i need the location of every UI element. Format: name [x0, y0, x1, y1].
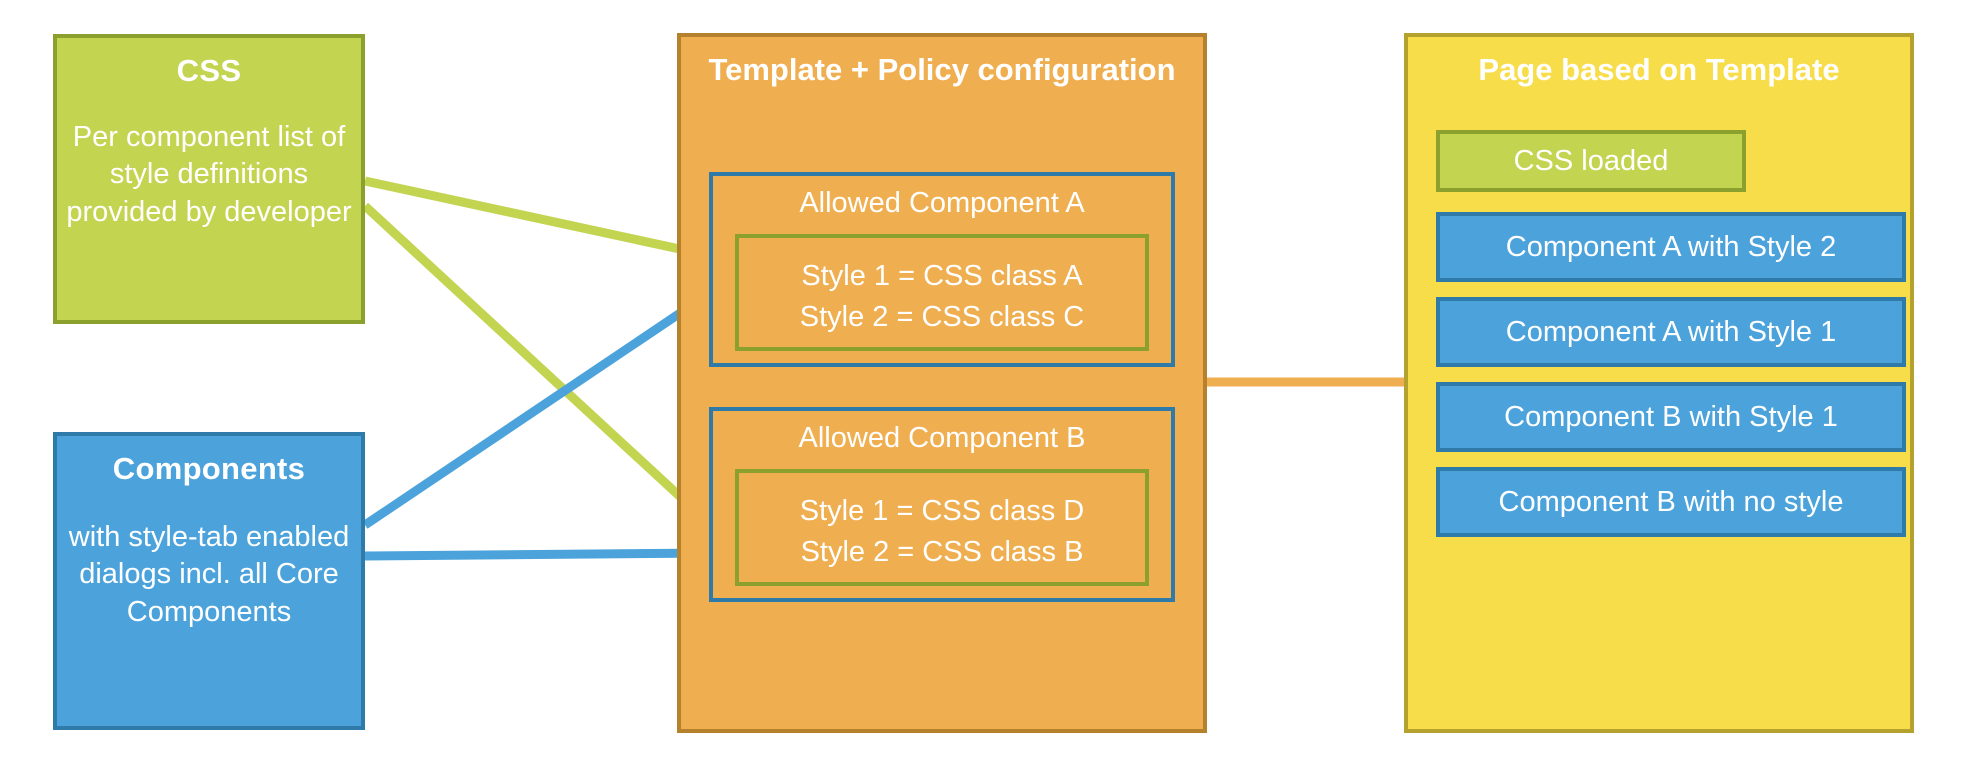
template-policy-box: Template + Policy configuration Allowed … [677, 33, 1207, 733]
components-box-description: with style-tab enabled dialogs incl. all… [68, 520, 350, 629]
allowed-component-b-box: Allowed Component B Style 1 = CSS class … [709, 407, 1175, 602]
allowed-component-b-title: Allowed Component B [798, 422, 1086, 454]
style-line: Style 2 = CSS class C [799, 301, 1085, 334]
components-box-title: Components [112, 451, 306, 486]
css-box-title: CSS [176, 53, 242, 88]
page-component-item: Component B with Style 1 [1436, 382, 1906, 452]
css-loaded-badge: CSS loaded [1436, 130, 1746, 192]
style-line: Style 2 = CSS class B [800, 536, 1084, 569]
connector-components-to-component-a-box [362, 291, 710, 529]
connector-css-to-component-a-styles [364, 176, 727, 264]
page-component-item: Component A with Style 2 [1436, 212, 1906, 282]
css-box-description: Per component list of style definitions … [66, 120, 352, 229]
css-box: CSS Per component list of style definiti… [53, 34, 365, 324]
components-box: Components with style-tab enabled dialog… [53, 432, 365, 730]
allowed-component-b-styles: Style 1 = CSS class D Style 2 = CSS clas… [735, 469, 1149, 586]
connector-components-to-component-b-box [364, 548, 713, 561]
page-based-on-template-box: Page based on Template CSS loaded Compon… [1404, 33, 1914, 733]
connector-css-to-component-b-styles [361, 202, 730, 543]
page-component-item: Component A with Style 1 [1436, 297, 1906, 367]
allowed-component-a-box: Allowed Component A Style 1 = CSS class … [709, 172, 1175, 367]
page-based-on-template-title: Page based on Template [1478, 52, 1840, 87]
allowed-component-a-styles: Style 1 = CSS class A Style 2 = CSS clas… [735, 234, 1149, 351]
style-line: Style 1 = CSS class A [801, 260, 1083, 292]
template-policy-title: Template + Policy configuration [708, 52, 1176, 87]
allowed-component-a-title: Allowed Component A [799, 187, 1085, 219]
style-line: Style 1 = CSS class D [799, 495, 1085, 527]
page-component-item: Component B with no style [1436, 467, 1906, 537]
